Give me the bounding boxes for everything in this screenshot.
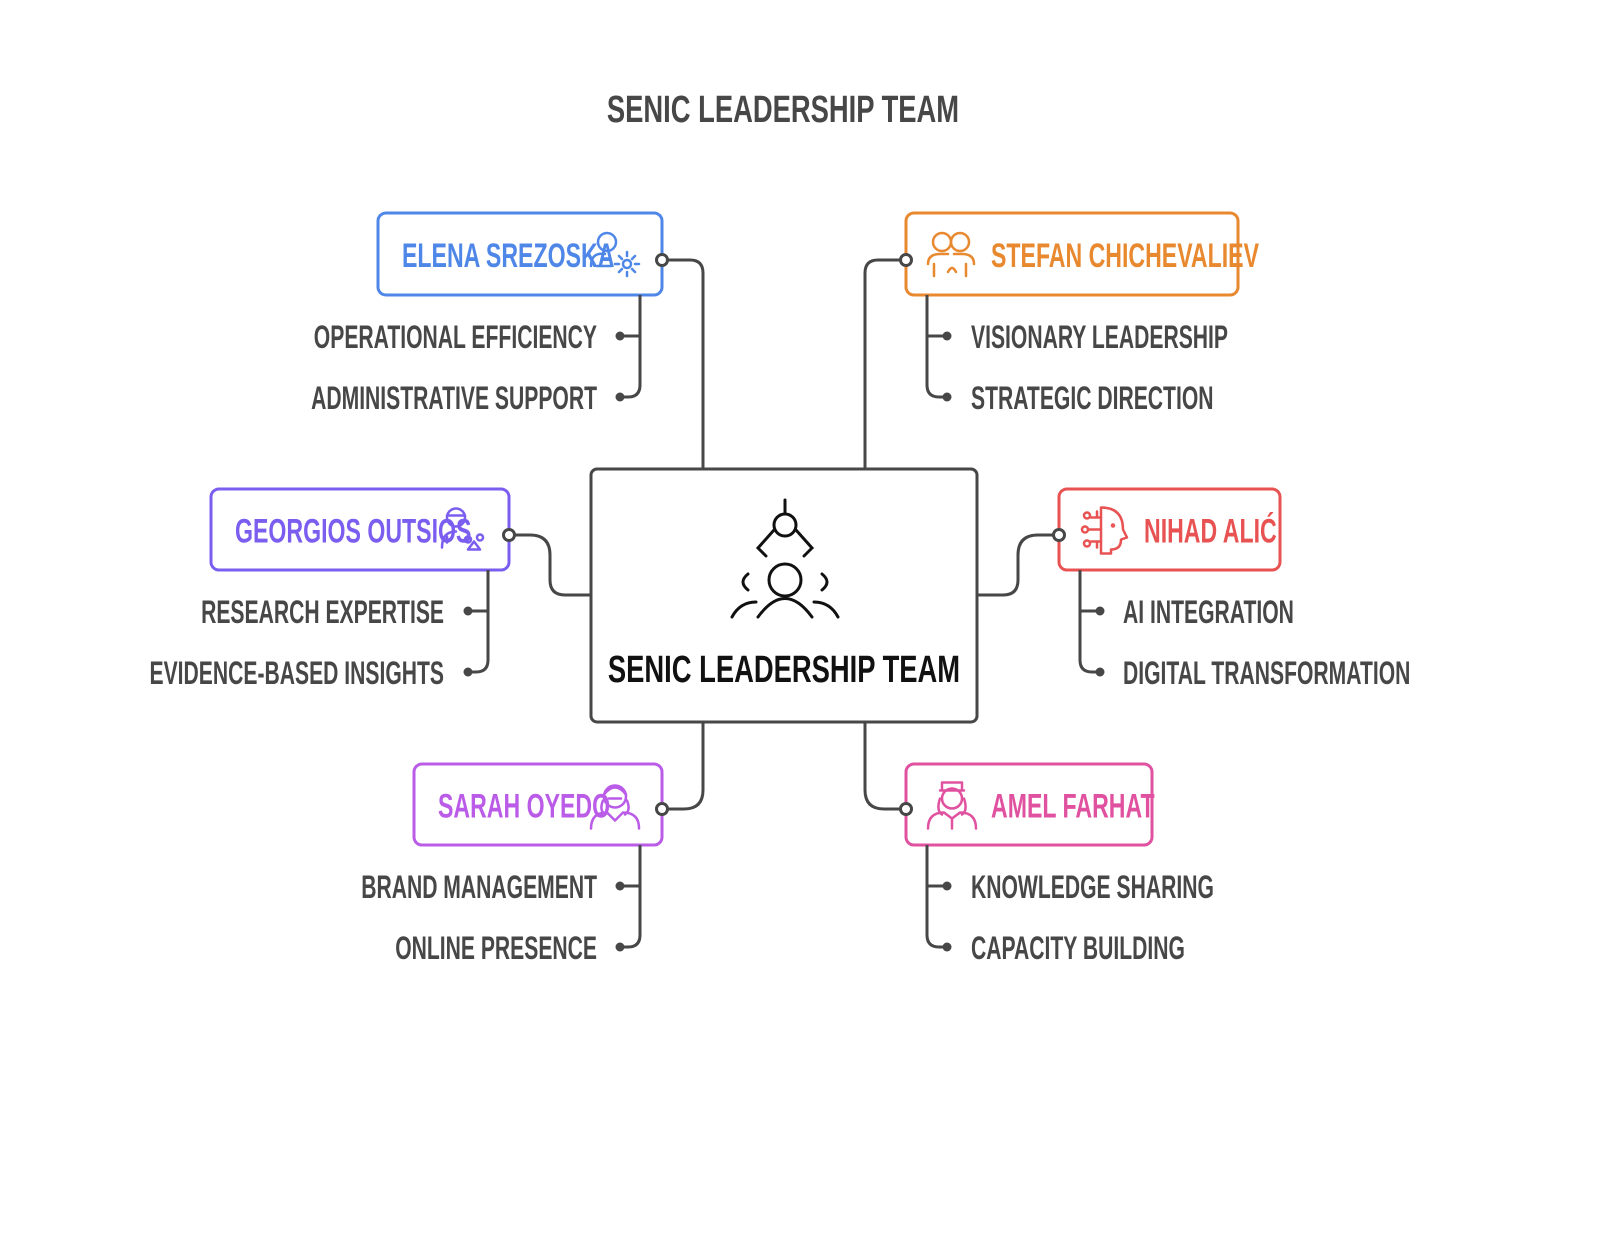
team-leader-icon — [730, 498, 840, 619]
connector-elena — [662, 258, 705, 469]
responsibility-item: OPERATIONAL EFFICIENCY — [314, 319, 597, 355]
responsibility-item: ONLINE PRESENCE — [395, 930, 597, 966]
member-name: GEORGIOS OUTSIOS — [235, 513, 471, 551]
member-name: AMEL FARHAT — [991, 788, 1155, 826]
bullet-dot — [463, 606, 473, 616]
responsibility-item: DIGITAL TRANSFORMATION — [1123, 655, 1410, 691]
member-node-elena[interactable]: ELENA SREZOSKA — [376, 211, 664, 297]
bullet-dot — [615, 392, 625, 402]
responsibility-item: STRATEGIC DIRECTION — [971, 380, 1214, 416]
sub-branch-elena: OPERATIONAL EFFICIENCY ADMINISTRATIVE SUP… — [311, 295, 642, 416]
bullet-dot — [1095, 606, 1105, 616]
researcher-icon — [440, 507, 485, 551]
bullet-dot — [615, 942, 625, 952]
sub-branch-amel: KNOWLEDGE SHARING CAPACITY BUILDING — [925, 845, 1214, 966]
member-name: STEFAN CHICHEVALIEV — [991, 237, 1259, 275]
member-node-georgios[interactable]: GEORGIOS OUTSIOS — [209, 487, 511, 572]
responsibility-item: RESEARCH EXPERTISE — [201, 594, 444, 630]
sub-branch-stefan: VISIONARY LEADERSHIP STRATEGIC DIRECTION — [925, 295, 1228, 416]
connector-georgios — [509, 533, 591, 597]
sub-branch-nihad: AI INTEGRATION DIGITAL TRANSFORMATION — [1078, 570, 1410, 691]
member-name: SARAH OYEDO — [438, 788, 610, 826]
user-gear-icon — [589, 231, 641, 278]
member-node-stefan[interactable]: STEFAN CHICHEVALIEV — [904, 211, 1259, 297]
diagram-title: SENIC LEADERSHIP TEAM — [607, 89, 959, 131]
bullet-dot — [942, 392, 952, 402]
connector-port — [655, 802, 669, 816]
bullet-dot — [942, 331, 952, 341]
responsibility-item: EVIDENCE-BASED INSIGHTS — [150, 655, 445, 691]
bullet-dot — [463, 667, 473, 677]
people-talking-icon — [926, 231, 976, 278]
center-label: SENIC LEADERSHIP TEAM — [608, 649, 960, 691]
member-name: NIHAD ALIĆ — [1144, 513, 1277, 551]
bullet-dot — [942, 942, 952, 952]
center-node[interactable]: SENIC LEADERSHIP TEAM — [589, 467, 979, 724]
connectors — [509, 258, 1059, 811]
bullet-dot — [615, 881, 625, 891]
responsibility-item: AI INTEGRATION — [1123, 594, 1294, 630]
member-name: ELENA SREZOSKA — [402, 237, 614, 275]
connector-port — [899, 802, 913, 816]
woman-icon — [589, 784, 641, 830]
responsibility-item: BRAND MANAGEMENT — [361, 869, 597, 905]
responsibility-item: CAPACITY BUILDING — [971, 930, 1185, 966]
bullet-dot — [942, 881, 952, 891]
member-node-sarah[interactable]: SARAH OYEDO — [412, 762, 664, 847]
member-node-amel[interactable]: AMEL FARHAT — [904, 762, 1155, 847]
bullet-dot — [1095, 667, 1105, 677]
connector-port — [655, 253, 669, 267]
connector-nihad — [977, 533, 1059, 597]
sub-branch-sarah: BRAND MANAGEMENT ONLINE PRESENCE — [361, 845, 642, 966]
bullet-dot — [615, 331, 625, 341]
connector-stefan — [863, 258, 906, 469]
connector-port — [502, 528, 516, 542]
connector-port — [899, 253, 913, 267]
connector-amel — [863, 722, 906, 811]
responsibility-item: ADMINISTRATIVE SUPPORT — [311, 380, 597, 416]
connector-port — [1052, 528, 1066, 542]
responsibility-item: KNOWLEDGE SHARING — [971, 869, 1214, 905]
connector-sarah — [662, 722, 705, 811]
sub-branch-georgios: RESEARCH EXPERTISE EVIDENCE-BASED INSIGHT… — [150, 570, 490, 691]
responsibility-item: VISIONARY LEADERSHIP — [971, 319, 1228, 355]
woman-cap-icon — [926, 781, 978, 830]
member-node-nihad[interactable]: NIHAD ALIĆ — [1057, 487, 1282, 572]
ai-head-icon — [1080, 506, 1129, 555]
